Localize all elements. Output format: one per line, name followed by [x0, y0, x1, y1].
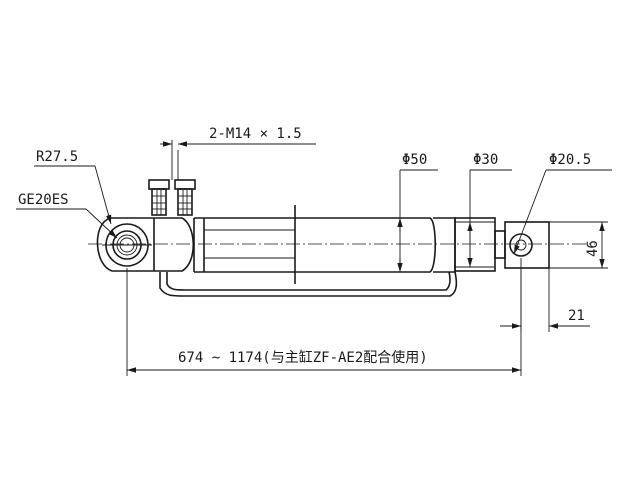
height-label: 46	[585, 240, 601, 257]
port-fitting-left	[148, 179, 170, 216]
radius-label: R27.5	[36, 149, 78, 165]
pin-diameter-label: Φ20.5	[549, 152, 591, 168]
gland-head	[433, 217, 506, 273]
overall-length-dim: 674 ~ 1174(与主缸ZF-AE2配合使用)	[126, 268, 522, 376]
barrel-diameter-label: Φ50	[402, 152, 427, 168]
gland-diameter-dim: Φ30	[467, 152, 512, 267]
thread-label: 2-M14 × 1.5	[209, 126, 302, 142]
pin-diameter-dim: Φ20.5	[513, 152, 612, 255]
rod-end-clevis	[504, 221, 550, 269]
rear-eye-mount	[96, 217, 194, 272]
bearing-label: GE20ES	[18, 192, 69, 208]
bearing-callout: GE20ES	[16, 192, 118, 239]
thread-callout: 2-M14 × 1.5	[160, 126, 316, 180]
port-fitting-right	[174, 179, 196, 216]
cylinder-barrel	[193, 205, 437, 284]
height-dim: 46	[549, 221, 608, 269]
offset-label: 21	[568, 308, 585, 324]
overall-length-label: 674 ~ 1174(与主缸ZF-AE2配合使用)	[178, 349, 428, 366]
offset-dim: 21	[500, 258, 590, 332]
radius-callout: R27.5	[34, 149, 112, 225]
transfer-tube	[159, 271, 458, 297]
gland-diameter-label: Φ30	[473, 152, 498, 168]
barrel-diameter-dim: Φ50	[397, 152, 438, 272]
